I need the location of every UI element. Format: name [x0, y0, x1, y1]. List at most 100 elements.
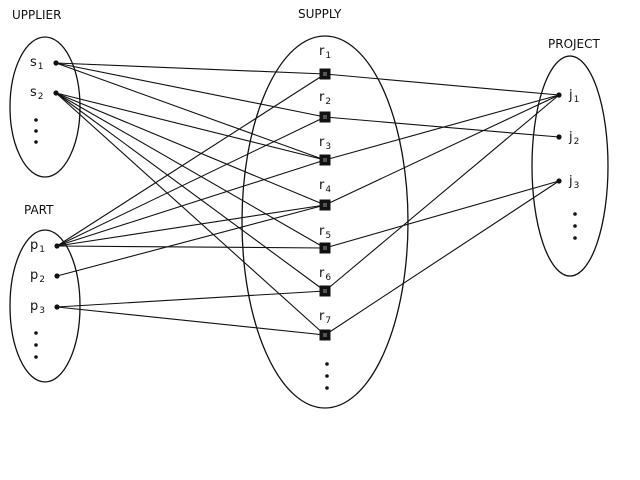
node-label-base-p2: p	[30, 268, 38, 283]
node-label-r2: r2	[319, 90, 331, 107]
edge-p3-r6	[56, 290, 326, 308]
supply-set-title: SUPPLY	[298, 7, 342, 21]
edge-s2-r4	[55, 92, 326, 206]
part-set-ellipse	[9, 229, 81, 383]
node-p2: p2	[30, 268, 60, 285]
node-marker-j2	[556, 134, 562, 140]
node-label-p3: p3	[30, 299, 45, 316]
node-label-base-r5: r	[319, 224, 325, 239]
supplier-set-ellipse	[9, 36, 81, 178]
node-label-sub-s1: 1	[38, 62, 44, 72]
node-label-sub-j1: 1	[574, 95, 580, 105]
node-label-base-j2: j	[568, 130, 573, 145]
node-s1: s1	[30, 55, 59, 72]
edge-r5-j3	[324, 180, 560, 249]
node-label-r6: r6	[319, 266, 331, 283]
node-label-sub-r6: 6	[325, 273, 331, 283]
node-marker-p3	[54, 304, 60, 310]
edge-r6-j1	[324, 94, 560, 292]
node-label-base-r4: r	[319, 178, 325, 193]
node-label-sub-r5: 5	[325, 231, 331, 241]
edge-s1-r1	[55, 62, 326, 75]
edge-r1-j1	[324, 73, 560, 96]
node-marker-j3	[556, 178, 562, 184]
project-more-indicator	[573, 212, 577, 240]
edge-p1-r1	[56, 73, 326, 247]
node-label-base-r3: r	[319, 135, 325, 150]
edge-p3-r7	[56, 306, 326, 336]
edge-p1-r3	[56, 159, 326, 247]
node-label-sub-j3: 3	[574, 181, 580, 191]
relationship-box-core-r7	[323, 333, 327, 337]
edge-s1-r3	[55, 62, 326, 161]
node-label-base-r2: r	[319, 90, 325, 105]
project-set-title: PROJECT	[548, 37, 601, 51]
node-r1: r1	[319, 44, 331, 80]
node-label-sub-p3: 3	[39, 306, 45, 316]
node-r4: r4	[319, 178, 331, 211]
node-label-s1: s1	[30, 55, 44, 72]
node-label-r5: r5	[319, 224, 331, 241]
node-j1: j1	[556, 88, 579, 105]
node-label-base-p3: p	[30, 299, 38, 314]
node-label-sub-p2: 2	[39, 275, 45, 285]
node-label-base-r7: r	[319, 309, 325, 324]
edge-s1-r2	[55, 62, 326, 118]
node-label-sub-r3: 3	[325, 142, 331, 152]
node-r2: r2	[319, 90, 331, 123]
project-set-ellipse	[531, 55, 609, 277]
node-label-r4: r4	[319, 178, 331, 195]
edge-p1-r4	[56, 204, 326, 247]
node-marker-p1	[54, 243, 60, 249]
node-label-sub-s2: 2	[38, 92, 44, 102]
relationship-box-core-r5	[323, 246, 327, 250]
node-label-j3: j3	[568, 174, 579, 191]
edge-s2-r3	[55, 92, 326, 161]
node-r5: r5	[319, 224, 331, 254]
node-label-base-s2: s	[30, 85, 37, 100]
relationship-box-core-r2	[323, 115, 327, 119]
node-label-sub-j2: 2	[574, 137, 580, 147]
node-marker-s1	[53, 60, 59, 66]
node-marker-s2	[53, 90, 59, 96]
node-label-sub-r2: 2	[325, 97, 331, 107]
node-label-j1: j1	[568, 88, 579, 105]
node-p3: p3	[30, 299, 60, 316]
relationship-box-core-r3	[323, 158, 327, 162]
edge-p2-r4	[56, 204, 326, 277]
node-r7: r7	[319, 309, 331, 341]
node-r6: r6	[319, 266, 331, 297]
edge-s2-r5	[55, 92, 326, 249]
node-label-r7: r7	[319, 309, 331, 326]
node-label-base-s1: s	[30, 55, 37, 70]
edge-s2-r6	[55, 92, 326, 292]
node-label-base-r1: r	[319, 44, 325, 59]
node-label-base-j1: j	[568, 88, 573, 103]
node-label-base-r6: r	[319, 266, 325, 281]
node-label-p1: p1	[30, 238, 45, 255]
edge-s2-r7	[55, 92, 326, 336]
supply-more-indicator	[325, 362, 329, 390]
node-j2: j2	[556, 130, 579, 147]
supply-set-ellipse	[241, 35, 409, 409]
edge-p1-r2	[56, 116, 326, 247]
node-label-sub-r7: 7	[325, 316, 331, 326]
node-p1: p1	[30, 238, 60, 255]
edges-layer	[55, 62, 560, 336]
node-label-sub-r1: 1	[325, 51, 331, 61]
relationship-box-core-r4	[323, 203, 327, 207]
node-s2: s2	[30, 85, 59, 102]
supplier-set-title: UPPLIER	[12, 8, 61, 22]
node-label-p2: p2	[30, 268, 45, 285]
part-set-title: PART	[24, 203, 54, 217]
edge-r3-j1	[324, 94, 560, 161]
node-label-base-p1: p	[30, 238, 38, 253]
node-marker-j1	[556, 92, 562, 98]
node-label-sub-p1: 1	[39, 245, 45, 255]
node-label-j2: j2	[568, 130, 579, 147]
relationship-box-core-r1	[323, 72, 327, 76]
node-label-s2: s2	[30, 85, 44, 102]
part-more-indicator	[34, 331, 38, 359]
